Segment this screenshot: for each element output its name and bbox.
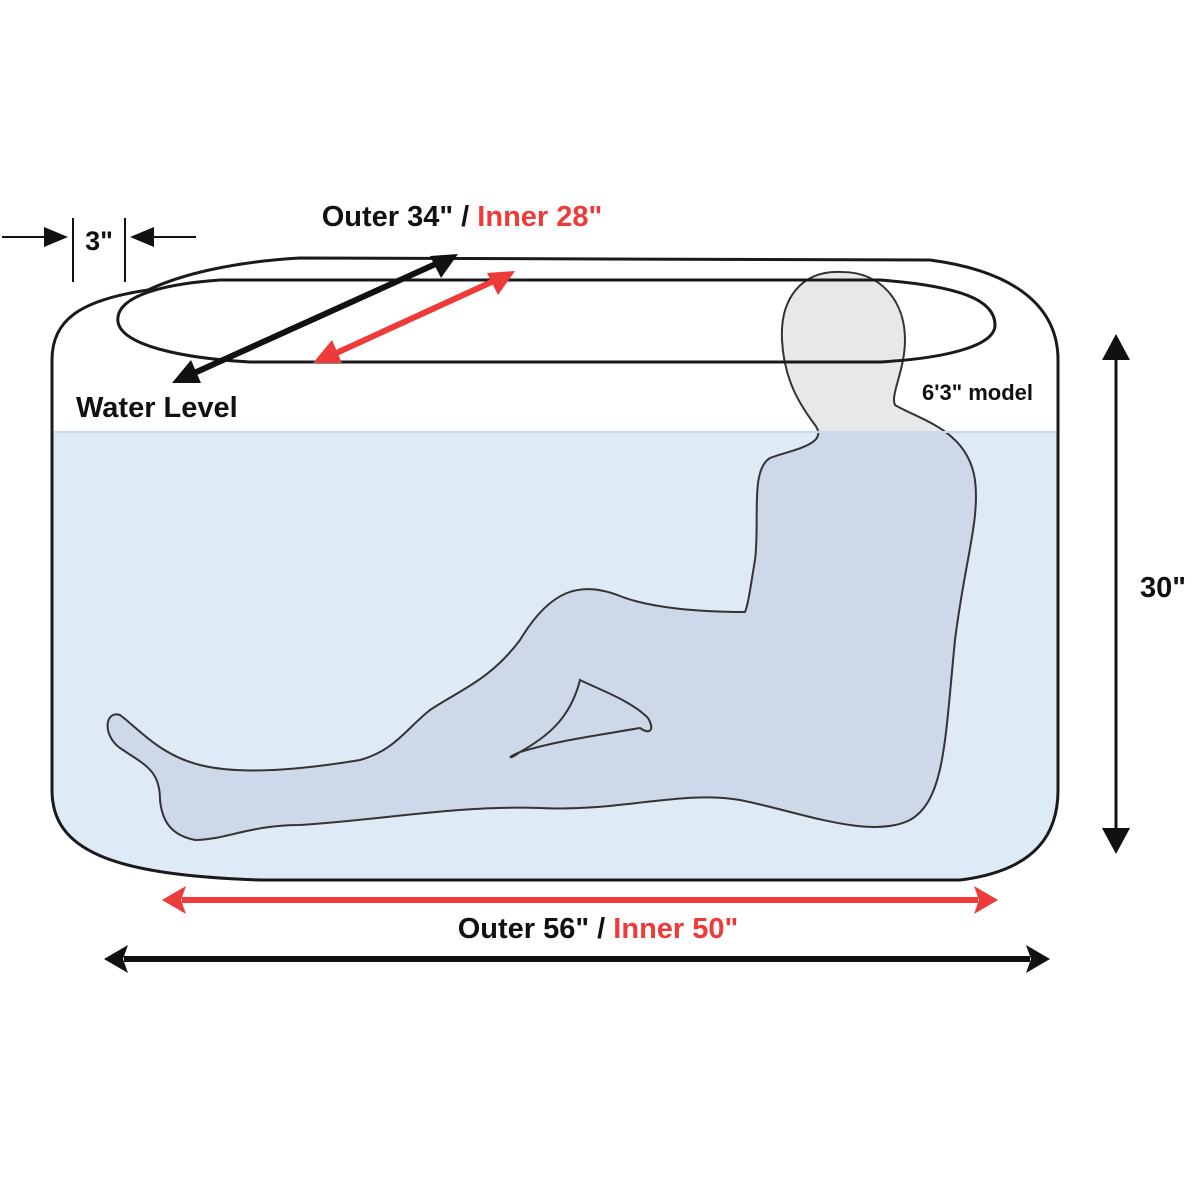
height-label: 30" bbox=[1140, 572, 1186, 604]
bottom-diameter-inner-label: Inner 50" bbox=[613, 913, 738, 945]
bottom-outer-dimension-arrow bbox=[104, 945, 1050, 973]
tub-inner-rim bbox=[116, 278, 997, 364]
bottom-diameter-outer-label: Outer 56" / bbox=[458, 913, 614, 945]
wall-thickness-indicator bbox=[2, 218, 196, 282]
top-inner-dimension-arrow bbox=[313, 271, 515, 363]
top-diameter-label: Outer 34" / Inner 28" bbox=[322, 201, 603, 233]
wall-thickness-label: 3" bbox=[85, 226, 113, 256]
bottom-inner-dimension-arrow bbox=[162, 886, 998, 914]
bottom-diameter-label: Outer 56" / Inner 50" bbox=[458, 913, 739, 945]
top-diameter-outer-label: Outer 34" / bbox=[322, 201, 478, 233]
height-dimension-arrow bbox=[1102, 334, 1130, 854]
person-knee-detail bbox=[509, 678, 653, 759]
top-outer-dimension-arrow bbox=[172, 254, 458, 383]
model-height-label: 6'3" model bbox=[922, 380, 1033, 405]
top-diameter-inner-label: Inner 28" bbox=[477, 201, 602, 233]
water-level-label: Water Level bbox=[76, 392, 238, 424]
